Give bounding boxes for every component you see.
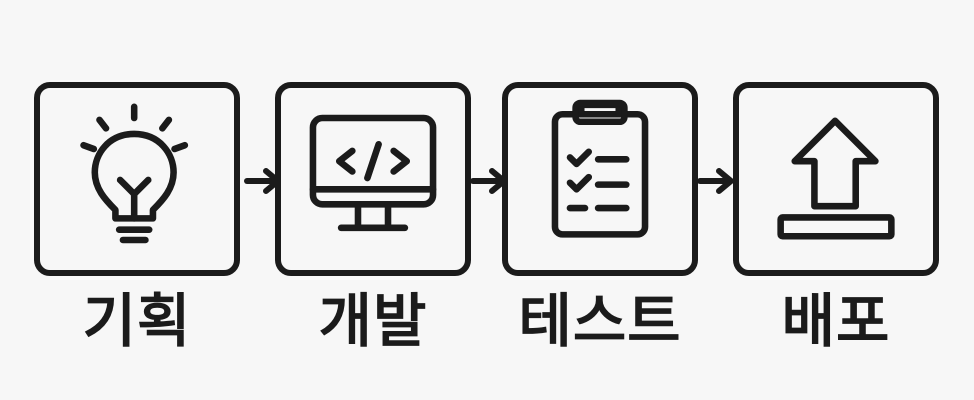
- checklist-clipboard-icon: [551, 99, 649, 238]
- step-box-testing: [502, 82, 698, 276]
- arrow-right-icon: [697, 168, 734, 194]
- step-box-planning: [34, 82, 240, 276]
- step-label-planning: 기획: [82, 287, 192, 355]
- lightbulb-icon: [80, 103, 189, 244]
- upload-icon: [777, 117, 895, 240]
- step-label-development: 개발: [318, 287, 428, 355]
- step-label-deployment: 배포: [781, 287, 891, 355]
- step-box-development: [275, 82, 471, 276]
- step-box-deployment: [733, 82, 939, 276]
- step-label-testing: 테스트: [518, 287, 682, 355]
- code-monitor-icon: [309, 114, 437, 232]
